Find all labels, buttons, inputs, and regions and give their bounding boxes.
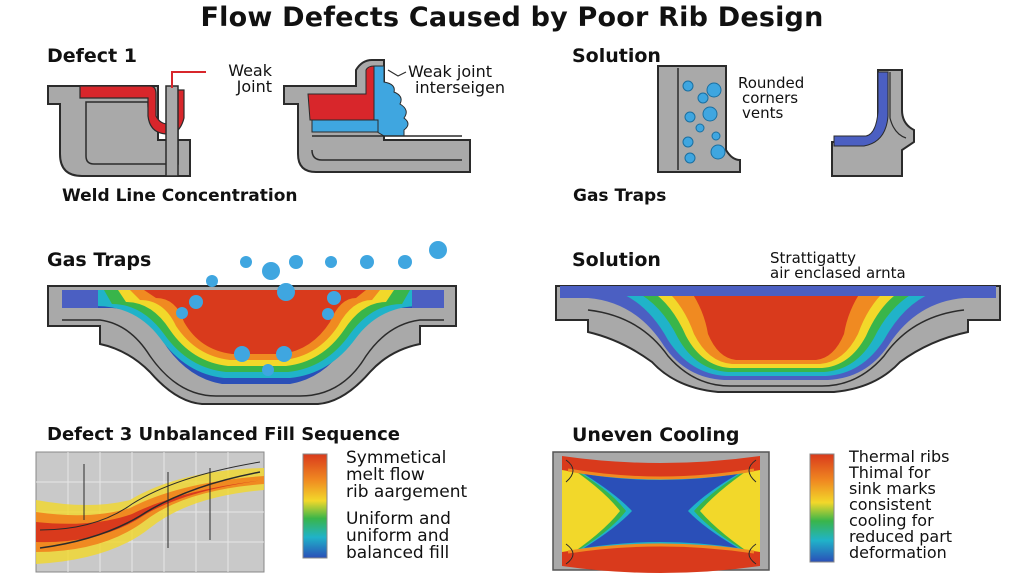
defect1-left-part: [47, 71, 206, 177]
gas-traps-heading: Gas Traps: [47, 249, 152, 271]
gas-trap-part: [47, 285, 457, 405]
solution2-part: [555, 285, 1001, 393]
rounded-label-line2: corners: [742, 89, 799, 107]
solution2-heading: Solution: [572, 249, 661, 271]
cooling-text-line6: reduced part: [849, 527, 953, 546]
rounded-label-line1: Rounded: [738, 74, 805, 92]
rounded-label-line3: vents: [742, 104, 784, 122]
cooling-text-line5: cooling for: [849, 511, 934, 530]
solution1-rib-part: [831, 69, 915, 177]
defect1-caption: Weld Line Concentration: [62, 186, 298, 206]
defect3-text1-line2: melt flow: [346, 465, 425, 485]
cooling-text-line3: sink marks: [849, 479, 936, 498]
defect3-text1-line3: rib aargement: [346, 482, 468, 502]
defect3-heading: Defect 3 Unbalanced Fill Sequence: [47, 424, 400, 445]
defect3-text2-line2: uniform and: [346, 526, 450, 546]
cooling-color-scale: [809, 453, 835, 563]
solution2-label-line1: Strattigatty: [770, 249, 857, 267]
defect3-text2-line1: Uniform and: [346, 509, 451, 529]
gas-bubbles: [206, 241, 447, 301]
cooling-text-line2: Thimal for: [849, 463, 931, 482]
cooling-text-line7: deformation: [849, 543, 947, 562]
weak-joint-label-line1: Weak: [228, 61, 272, 80]
solution1-heading: Solution: [572, 45, 661, 67]
page-title: Flow Defects Caused by Poor Rib Design: [200, 2, 824, 33]
weak-joint-right-line1: Weak joint: [408, 62, 492, 81]
weak-joint-right-line2: interseigen: [415, 78, 506, 97]
cooling-plot: [552, 451, 770, 573]
solution2-label-line2: air enclased arnta: [770, 264, 906, 282]
defect3-color-scale: [302, 453, 328, 559]
weak-joint-label-line2: Joint: [236, 77, 272, 96]
solution1-vent-part: [657, 65, 741, 173]
defect3-fill-plot: [35, 451, 265, 573]
cooling-text-line4: consistent: [849, 495, 932, 514]
defect1-heading: Defect 1: [47, 45, 137, 67]
solution1-caption: Gas Traps: [573, 186, 667, 206]
defect3-text2-line3: balanced fill: [346, 543, 450, 563]
cooling-heading: Uneven Cooling: [572, 424, 740, 446]
defect1-right-part: [283, 59, 471, 173]
cooling-text-line1: Thermal ribs: [849, 447, 950, 466]
defect3-text1-line1: Symmetical: [346, 448, 447, 468]
